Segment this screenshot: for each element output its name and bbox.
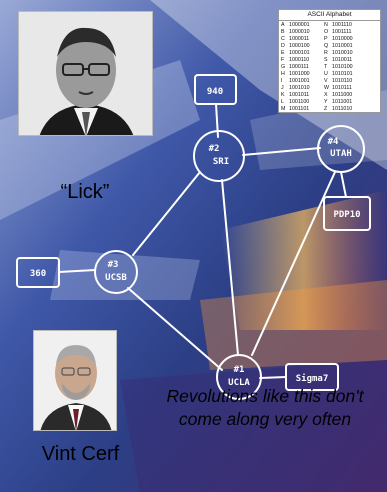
- link-sri-ucla: [221, 179, 239, 356]
- ascii-right-letter: V: [324, 78, 328, 84]
- ascii-left-letter: L: [281, 99, 284, 105]
- host-360-label: 360: [30, 269, 46, 279]
- host-sigma7-box: [285, 363, 339, 391]
- ascii-left-code: 1000110: [289, 57, 310, 63]
- ascii-left-code: 1001101: [289, 106, 310, 112]
- node-utah-label: UTAH: [330, 149, 352, 159]
- ascii-right-letter: Y: [324, 99, 328, 105]
- node-ucla-label: UCLA: [228, 378, 250, 388]
- node-sri-label: SRI: [213, 157, 229, 167]
- ascii-right-code: 1010100: [332, 64, 353, 70]
- ascii-left-letter: K: [281, 92, 285, 98]
- tagline: Revolutions like this don't come along v…: [166, 386, 364, 429]
- ascii-left-code: 1000011: [289, 36, 310, 42]
- ascii-left-code: 1000010: [289, 29, 310, 35]
- ascii-right-code: 1010001: [332, 43, 353, 49]
- host-360-box: [16, 257, 60, 288]
- ascii-left-code: 1000101: [289, 50, 310, 56]
- ascii-left-code: 1000001: [289, 22, 310, 28]
- ascii-left-letter: I: [281, 78, 283, 84]
- ascii-right-code: 1011000: [332, 92, 353, 98]
- host-sigma7-label: Sigma7: [296, 373, 329, 384]
- ascii-right-letter: Q: [324, 43, 329, 49]
- ascii-right-letter: U: [324, 71, 328, 77]
- ascii-right-code: 1011010: [332, 106, 353, 112]
- link-sri-ucsb: [132, 171, 201, 256]
- ascii-right-code: 1010000: [332, 36, 353, 42]
- link-ucla-sigma7: [259, 376, 287, 379]
- node-sri: [193, 130, 245, 182]
- ascii-right-letter: X: [324, 92, 328, 98]
- node-utah-number: #4: [328, 137, 339, 147]
- ascii-right-letter: Z: [324, 106, 328, 112]
- host-940-label: 940: [207, 87, 223, 97]
- ascii-left-letter: G: [281, 64, 286, 70]
- node-ucsb-number: #3: [108, 260, 119, 270]
- host-pdp10-box: [323, 196, 371, 231]
- ascii-right-code: 1010011: [332, 57, 353, 63]
- ascii-right-code: 1011001: [332, 99, 353, 105]
- node-ucla-number: #1: [234, 365, 245, 375]
- lick-caption: “Lick”: [60, 181, 110, 203]
- ascii-left-letter: D: [281, 43, 285, 49]
- ascii-right-code: 1010111: [332, 85, 352, 91]
- ascii-left-code: 1000100: [289, 43, 310, 49]
- lick-portrait: [18, 11, 153, 136]
- host-pdp10-label: PDP10: [333, 210, 360, 220]
- link-utah-ucla: [251, 171, 336, 356]
- ascii-left-letter: B: [281, 29, 285, 35]
- ascii-right-letter: P: [324, 36, 328, 42]
- ascii-right-code: 1010010: [332, 50, 353, 56]
- ascii-left-code: 1001001: [289, 78, 310, 84]
- ascii-right-letter: O: [324, 29, 329, 35]
- ascii-right-letter: N: [324, 22, 328, 28]
- ascii-left-code: 1001011: [289, 92, 310, 98]
- node-ucla: [216, 354, 262, 400]
- ascii-table-title: ASCII Alphabet: [279, 10, 380, 21]
- node-utah: [317, 125, 365, 173]
- ascii-left-letter: F: [281, 57, 285, 63]
- ascii-right-letter: S: [324, 57, 328, 63]
- ascii-left-letter: J: [281, 85, 284, 91]
- link-ucsb-ucla: [127, 287, 223, 371]
- ascii-left-letter: H: [281, 71, 285, 77]
- link-sri-utah: [242, 147, 321, 156]
- node-ucsb-label: UCSB: [105, 273, 127, 283]
- ascii-left-code: 1001100: [289, 99, 310, 105]
- host-940-box: [194, 74, 237, 105]
- link-ucsb-360: [58, 269, 96, 273]
- ascii-right-code: 1001110: [332, 22, 352, 28]
- ascii-left-code: 1001000: [289, 71, 310, 77]
- cerf-caption: Vint Cerf: [41, 443, 120, 465]
- ascii-left-code: 1001010: [289, 85, 310, 91]
- link-utah-pdp10: [340, 171, 347, 198]
- ascii-right-letter: W: [324, 85, 329, 91]
- ascii-right-code: 1010110: [332, 78, 353, 84]
- ascii-right-code: 1001111: [332, 29, 352, 35]
- ascii-left-letter: M: [281, 106, 286, 112]
- ascii-left-letter: A: [281, 22, 285, 28]
- node-sri-number: #2: [209, 144, 220, 154]
- ascii-left-letter: E: [281, 50, 285, 56]
- ascii-left-letter: C: [281, 36, 285, 42]
- node-ucsb: [94, 250, 138, 294]
- cerf-portrait: [33, 330, 117, 431]
- ascii-right-letter: T: [324, 64, 328, 70]
- ascii-left-code: 1000111: [289, 64, 309, 70]
- ascii-right-code: 1010101: [332, 71, 353, 77]
- ascii-right-letter: R: [324, 50, 328, 56]
